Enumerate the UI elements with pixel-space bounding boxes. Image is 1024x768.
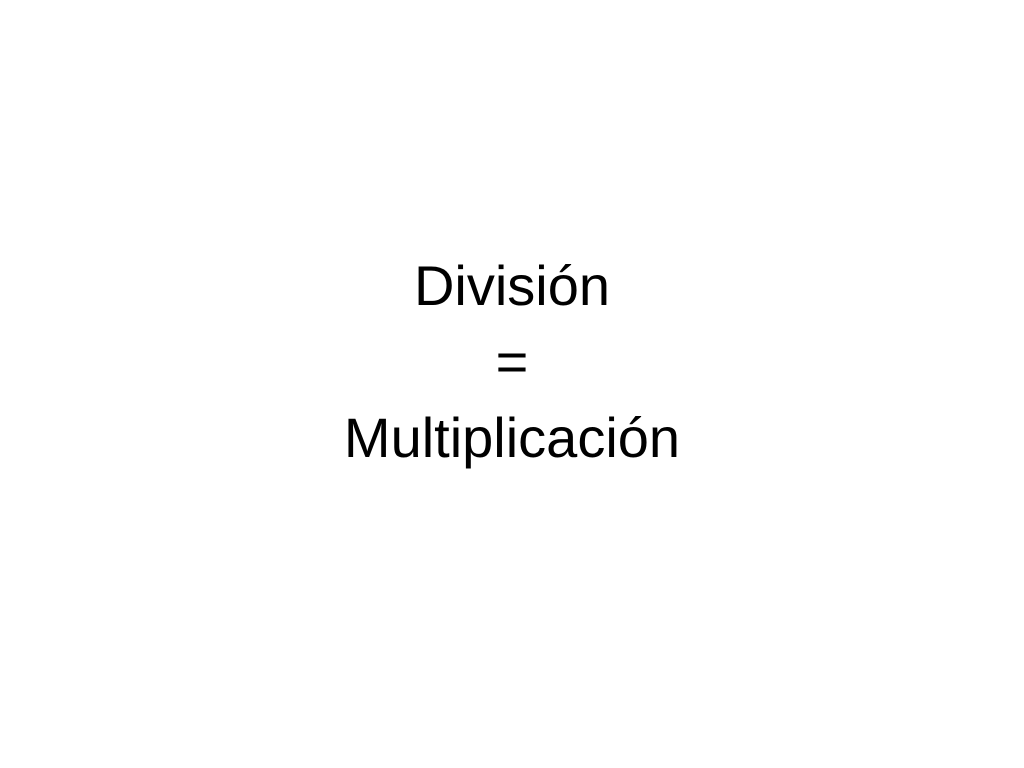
- slide-line-division: División: [413, 254, 611, 317]
- slide-line-multiplicacion: Multiplicación: [343, 406, 681, 469]
- slide-line-equals: =: [495, 330, 529, 393]
- slide-text-block: División = Multiplicación: [0, 248, 1024, 476]
